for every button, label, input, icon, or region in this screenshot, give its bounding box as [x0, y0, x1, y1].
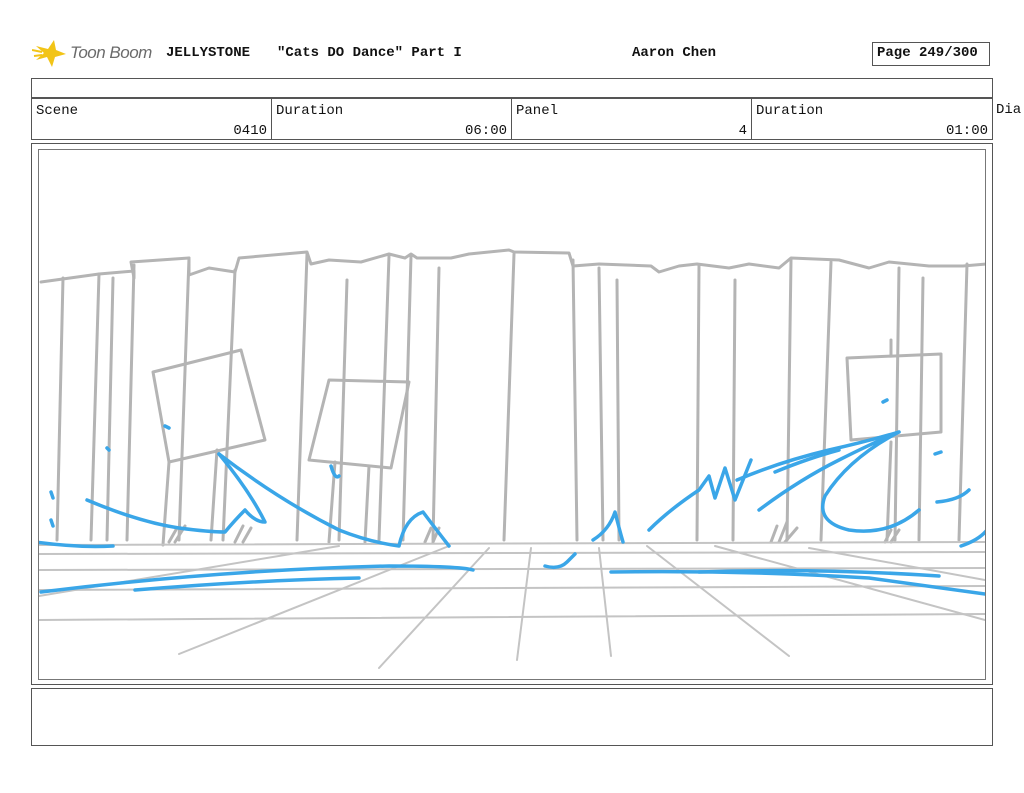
logo-star-icon — [32, 40, 66, 67]
panel-notes-box[interactable] — [31, 688, 993, 746]
scene-duration-cell: Duration 06:00 — [271, 98, 512, 140]
panel-duration-label: Duration — [756, 103, 824, 119]
dialogue-cell: Dia — [992, 98, 1024, 140]
panel-info-row: Scene 0410 Duration 06:00 Panel 4 Durati… — [31, 98, 1024, 140]
panel-value: 4 — [738, 123, 747, 139]
scene-value: 0410 — [233, 123, 267, 139]
header-divider-bar — [31, 78, 993, 98]
panel-duration-value: 01:00 — [945, 123, 988, 139]
artist-name: Aaron Chen — [632, 45, 717, 61]
show-title: JELLYSTONE — [166, 45, 251, 61]
scene-duration-label: Duration — [276, 103, 344, 119]
logo-text: Toon Boom — [70, 43, 152, 62]
episode-title: "Cats DO Dance" Part I — [277, 45, 462, 61]
panel-image-area — [38, 149, 986, 680]
toon-boom-logo: Toon Boom — [32, 36, 160, 70]
page-number: Page 249/300 — [872, 42, 990, 66]
panel-frame — [31, 143, 993, 685]
scene-cell: Scene 0410 — [31, 98, 272, 140]
scene-duration-value: 06:00 — [464, 123, 507, 139]
storyboard-sketch — [39, 248, 985, 669]
panel-label: Panel — [516, 103, 559, 119]
panel-duration-cell: Duration 01:00 — [751, 98, 993, 140]
dialogue-label: Dia — [996, 102, 1022, 118]
scene-label: Scene — [36, 103, 79, 119]
panel-cell: Panel 4 — [511, 98, 752, 140]
